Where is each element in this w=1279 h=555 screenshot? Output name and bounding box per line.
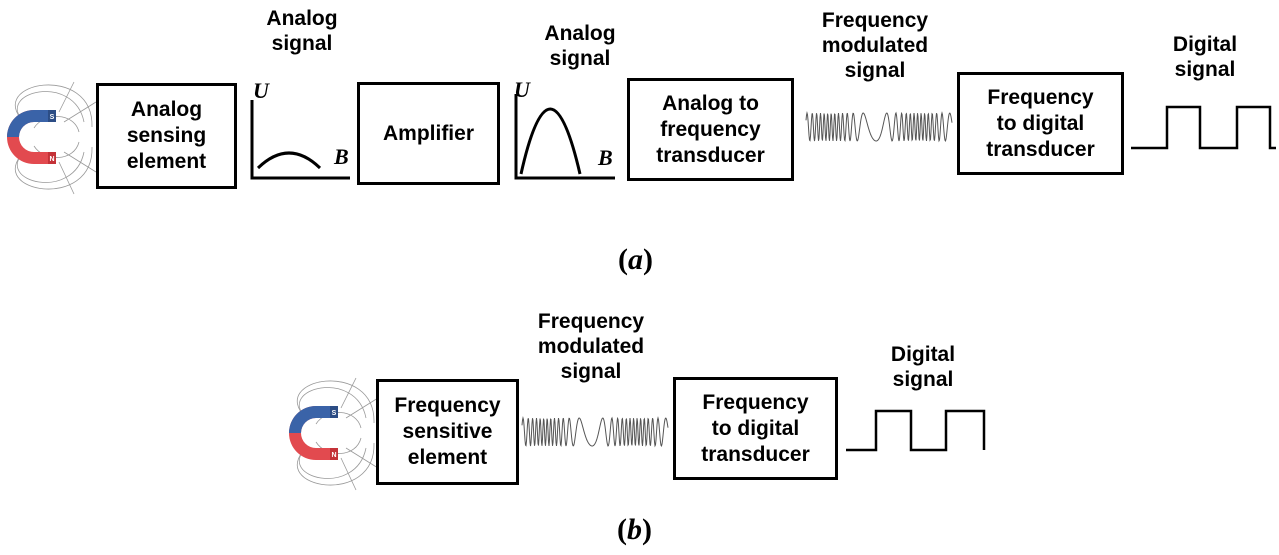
digital-waveform-a	[1131, 105, 1276, 150]
caption-b: (b)	[617, 513, 652, 546]
analog-sensing-element-box: Analog sensing element	[96, 83, 237, 189]
north-pole-label: N	[49, 156, 54, 163]
frequency-to-digital-transducer-box-a: Frequency to digital transducer	[957, 72, 1124, 175]
fm-signal-label-b: Frequency modulated signal	[537, 310, 645, 383]
digital-signal-label-b: Digital signal	[890, 343, 956, 391]
amplifier-box: Amplifier	[357, 82, 500, 185]
south-pole-label-b: S	[332, 410, 337, 417]
caption-b-letter: b	[627, 513, 642, 546]
frequency-sensitive-element-box: Frequency sensitive element	[376, 379, 519, 485]
analog-signal-label-2: Analog signal	[544, 22, 616, 70]
axis-b-label-1: B	[334, 144, 349, 169]
fm-wave-path-a	[805, 111, 953, 143]
analog-signal-plot-2	[514, 94, 615, 180]
magnet-icon-b: S N	[289, 377, 379, 491]
caption-a: (a)	[618, 243, 653, 276]
magnet-icon: S N	[7, 81, 97, 195]
analog-to-frequency-transducer-box: Analog to frequency transducer	[627, 78, 794, 181]
fm-wave-path-b	[521, 416, 669, 448]
caption-a-letter: a	[628, 243, 643, 276]
axis-u-label-1: U	[253, 78, 269, 103]
frequency-to-digital-transducer-box-b: Frequency to digital transducer	[673, 377, 838, 480]
axis-b-label-2: B	[598, 145, 613, 170]
digital-waveform-b	[846, 409, 986, 452]
south-pole-label: S	[50, 114, 55, 121]
axis-u-label-2: U	[514, 77, 530, 102]
fm-signal-label-a: Frequency modulated signal	[821, 9, 929, 82]
fm-waveform-a	[805, 111, 953, 143]
analog-signal-label-1: Analog signal	[266, 7, 338, 55]
digital-signal-label-a: Digital signal	[1172, 33, 1238, 81]
analog-signal-plot-1	[250, 100, 350, 180]
north-pole-label-b: N	[331, 452, 336, 459]
fm-waveform-b	[521, 416, 669, 448]
